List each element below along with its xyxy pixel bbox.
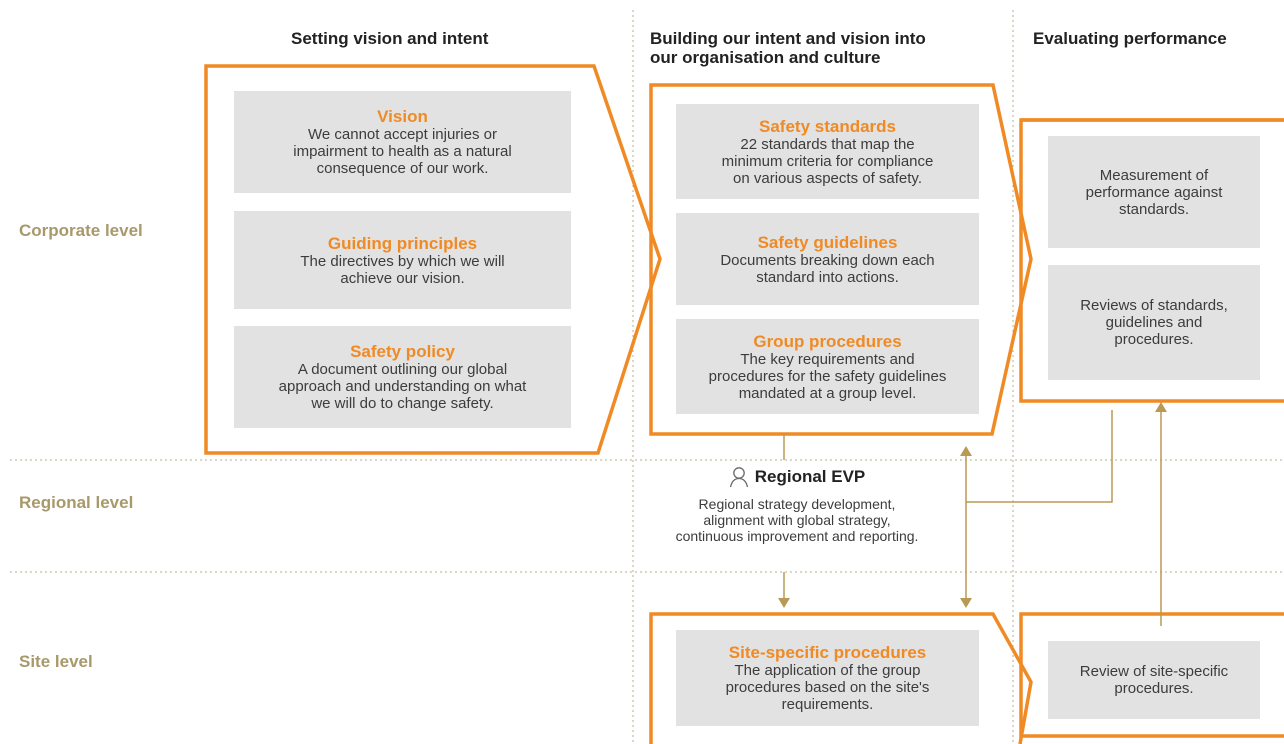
connector-evp-reviews: [966, 410, 1113, 503]
regional-evp: Regional EVP Regional strategy developme…: [636, 466, 958, 544]
regional-evp-heading: Regional EVP: [636, 466, 958, 488]
safety-policy-box: Safety policy A document outlining our g…: [234, 326, 571, 428]
group-procedures-title: Group procedures: [753, 331, 902, 351]
reviews-text-line: Reviews of standards,: [1080, 297, 1228, 314]
safety-standards-text-line: on various aspects of safety.: [733, 169, 922, 187]
measurement-text-line: standards.: [1118, 200, 1190, 218]
group-procedures-text-line: The key requirements and: [740, 350, 915, 368]
group-procedures-text-line: mandated at a group level.: [738, 384, 917, 402]
arrow-up-2: [1155, 402, 1167, 412]
safety-guidelines-text-line: Documents breaking down each: [720, 251, 935, 269]
header-building-line1: Building our intent and vision into: [650, 29, 926, 48]
site-review-box: Review of site-specific procedures.: [1048, 641, 1260, 719]
vision-chevron: [204, 64, 662, 455]
reviews-text-line: guidelines and: [1105, 314, 1203, 331]
evaluate-chevron: [1019, 118, 1284, 403]
reviews-text-line: procedures.: [1114, 331, 1194, 348]
vision-text-line: impairment to health as a natural: [293, 143, 512, 160]
safety-guidelines-title: Safety guidelines: [757, 232, 898, 252]
dividers: [10, 10, 1284, 744]
safety-guidelines-text-line: standard into actions.: [756, 268, 899, 286]
site-review-text-line: procedures.: [1114, 680, 1194, 697]
vision-text-line: We cannot accept injuries or: [308, 126, 497, 143]
safety-standards-text-line: minimum criteria for compliance: [721, 152, 934, 170]
safety-standards-text-line: 22 standards that map the: [740, 135, 915, 153]
reviews-box: Reviews of standards, guidelines and pro…: [1048, 265, 1260, 380]
header-vision: Setting vision and intent: [291, 29, 489, 48]
connectors: [783, 410, 1162, 626]
group-procedures-text-line: procedures for the safety guidelines: [708, 367, 947, 385]
vision-text-line: consequence of our work.: [316, 160, 489, 177]
vision-box: Vision We cannot accept injuries or impa…: [234, 91, 571, 193]
person-icon: [729, 467, 748, 488]
regional-evp-text-line: alignment with global strategy,: [703, 512, 891, 528]
measurement-box: Measurement of performance against stand…: [1048, 136, 1260, 248]
site-review-text-line: Review of site-specific: [1079, 663, 1229, 680]
group-procedures-box: Group procedures The key requirements an…: [676, 319, 979, 414]
safety-policy-title: Safety policy: [350, 342, 455, 361]
site-procedures-title: Site-specific procedures: [728, 643, 927, 662]
chevrons: [204, 64, 1284, 744]
guiding-principles-text-line: achieve our vision.: [340, 269, 465, 287]
level-regional: Regional level: [19, 493, 134, 512]
regional-evp-title: Regional EVP: [754, 467, 866, 486]
arrowheads: [778, 402, 1167, 608]
safety-policy-text-line: approach and understanding on what: [278, 378, 527, 395]
header-building-line2: our organisation and culture: [650, 48, 881, 67]
safety-guidelines-box: Safety guidelines Documents breaking dow…: [676, 213, 979, 305]
site-procedures-text-line: procedures based on the site's: [725, 679, 930, 696]
guiding-principles-text-line: The directives by which we will: [300, 252, 505, 270]
safety-standards-title: Safety standards: [759, 116, 896, 136]
safety-standards-box: Safety standards 22 standards that map t…: [676, 104, 979, 199]
safety-policy-text-line: A document outlining our global: [297, 361, 508, 378]
header-evaluating: Evaluating performance: [1033, 29, 1227, 48]
regional-evp-text-line: continuous improvement and reporting.: [675, 528, 919, 544]
site-review-chevron: [1019, 612, 1284, 738]
site-procedures-text-line: The application of the group: [734, 662, 921, 679]
arrow-down-1: [778, 598, 790, 608]
vision-title: Vision: [377, 107, 428, 126]
site-procedures-text-line: requirements.: [781, 696, 874, 713]
measurement-text-line: Measurement of: [1099, 166, 1209, 184]
regional-evp-text-line: Regional strategy development,: [698, 496, 896, 512]
site-chevron: [649, 612, 1033, 744]
guiding-principles-title: Guiding principles: [327, 233, 478, 253]
guiding-principles-box: Guiding principles The directives by whi…: [234, 211, 571, 309]
arrow-down-2: [960, 598, 972, 608]
arrow-up-1: [960, 446, 972, 456]
header-building: Building our intent and vision into our …: [650, 29, 926, 67]
site-procedures-box: Site-specific procedures The application…: [676, 630, 979, 726]
building-chevron: [649, 83, 1033, 436]
level-corporate: Corporate level: [19, 221, 143, 240]
level-site: Site level: [19, 652, 93, 671]
safety-policy-text-line: we will do to change safety.: [311, 395, 494, 412]
measurement-text-line: performance against: [1085, 183, 1223, 201]
